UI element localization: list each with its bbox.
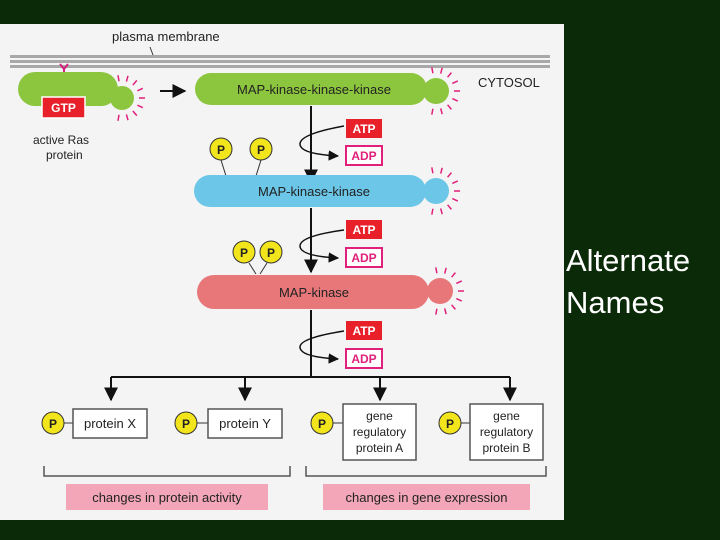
spark-ray [117,75,120,82]
phosphate-protein-y-label: P [182,417,190,431]
mapkkk-protein [195,67,460,115]
activation-sparks [435,267,464,315]
spark-ray [451,97,459,102]
phosphate-gene-a-label: P [318,417,326,431]
spark-ray [439,67,443,74]
plasma-membrane [10,46,550,68]
spark-ray [447,204,452,210]
atp-box-3 [346,321,382,340]
spark-ray [431,108,434,115]
activation-sparks [117,75,145,121]
gtp-label: GTP [51,101,76,115]
spark-ray [125,114,129,121]
phosphate-gene-b-label: P [446,417,454,431]
bracket-protein-activity [43,466,291,477]
map-kinase-cascade-diagram: plasma membrane CYTOSOL GTP active Ras p… [10,29,550,510]
gene-b-line2: regulatory [480,425,533,439]
spark-ray [451,180,459,185]
gene-b-line3: protein B [482,441,530,455]
spark-ray [439,167,443,174]
atp-label-1: ATP [352,122,375,136]
adp-label-1: ADP [351,149,376,163]
spark-ray [447,172,452,178]
spark-ray [451,304,456,310]
spark-ray [125,75,129,82]
gene-expression-label: changes in gene expression [346,490,508,505]
adp-label-3: ADP [351,352,376,366]
atp-label-2: ATP [352,223,375,237]
spark-ray [117,114,120,121]
atp-adp-curve-2 [299,229,345,263]
phosphate-protein-x-label: P [49,417,57,431]
spark-ray [447,72,452,78]
phosphate-mapk-2 [259,240,283,264]
spark-ray [443,267,447,274]
activation-sparks [431,167,460,215]
atp-adp-curve-3 [299,330,345,364]
spark-ray [132,110,138,117]
membrane-label: plasma membrane [112,29,220,44]
spark-ray [137,104,144,109]
adp-box-3 [345,348,383,369]
mapkkk-label: MAP-kinase-kinase-kinase [237,82,391,97]
phosphate-mapk-1-label: P [240,246,248,260]
spark-ray [435,308,438,315]
spark-ray [439,208,443,215]
spark-ray [439,108,443,115]
protein-y-label: protein Y [219,416,271,431]
atp-box-2 [346,220,382,239]
slide-title-line1: Alternate [566,243,691,278]
adp-label-2: ADP [351,251,376,265]
spark-ray [435,267,438,274]
protein-activity-label: changes in protein activity [92,490,242,505]
phosphate-mapkk-1-label: P [217,143,225,157]
protein-y-box [207,408,283,439]
spark-ray [455,297,463,302]
gene-b-line1: gene [493,409,520,423]
slide-title: Alternate Names [566,240,720,324]
ras-label-line1: active Ras [33,133,89,147]
gene-a-line1: gene [366,409,393,423]
phosphate-mapk-2-label: P [267,246,275,260]
slide-title-line2: Names [566,285,665,320]
protein-x-box [72,408,148,439]
spark-ray [431,67,434,74]
spark-ray [137,87,144,92]
bracket-gene-expression [305,466,547,477]
phosphate-mapkk-2-label: P [257,143,265,157]
atp-box-1 [346,119,382,138]
adp-box-2 [345,247,383,268]
spark-ray [447,104,452,110]
spark-ray [431,167,434,174]
cytosol-label: CYTOSOL [478,75,540,90]
gene-expression-box [323,484,530,510]
spark-ray [451,197,459,202]
atp-adp-curve-1 [299,125,345,161]
gene-a-line3: protein A [356,441,403,455]
spark-ray [451,80,459,85]
atp-label-3: ATP [352,324,375,338]
spark-ray [451,272,456,278]
gene-regulatory-b-box [469,403,544,461]
protein-x-label: protein X [84,416,136,431]
mapk-protein [197,267,464,315]
ras-label-line2: protein [46,148,83,162]
mapkk-label: MAP-kinase-kinase [258,184,370,199]
gtp-box [41,96,86,119]
mapk-label: MAP-kinase [279,285,349,300]
spark-ray [443,308,447,315]
gene-a-line2: regulatory [353,425,406,439]
spark-ray [132,79,138,86]
figure-panel: plasma membrane CYTOSOL GTP active Ras p… [0,24,564,520]
mapkk-protein [194,167,460,215]
protein-activity-box [66,484,268,510]
spark-ray [455,280,463,285]
gene-regulatory-a-box [342,403,417,461]
activation-sparks [431,67,460,115]
phosphate-mapk-1 [232,240,256,264]
spark-ray [431,208,434,215]
adp-box-1 [345,145,383,166]
